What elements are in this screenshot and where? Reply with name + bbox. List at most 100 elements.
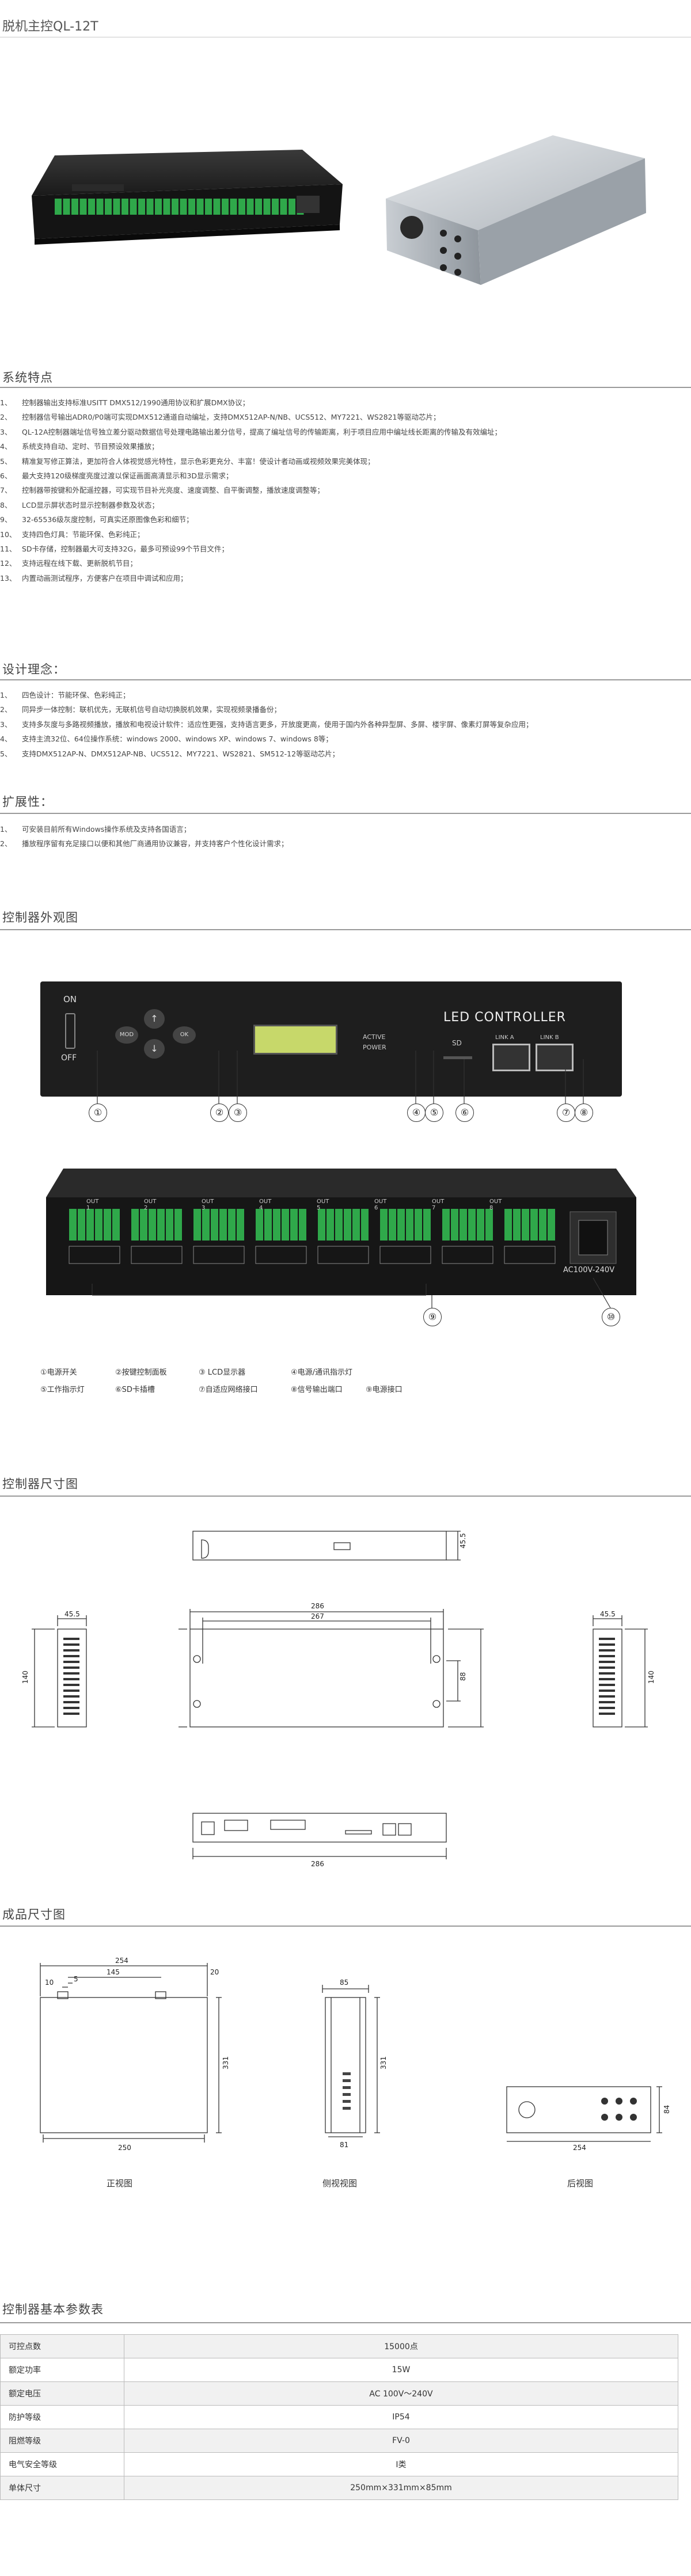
callout-4: ④: [407, 1104, 426, 1122]
list-item: 3、QL-12A控制器端址信号独立差分驱动数据信号处理电路输出差分信号，提高了编…: [0, 427, 502, 436]
terminal-block: [288, 199, 295, 215]
legend-item: ⑥SD卡插槽: [115, 1386, 155, 1394]
dimension-drawing: 45.5 286 267 45.5 140 88 140 45.5 286: [21, 1531, 655, 1868]
vent-slot: [63, 1695, 79, 1698]
terminal-block: [202, 1209, 210, 1241]
dim-label: 5: [74, 1975, 78, 1983]
rear-panel: [46, 1169, 636, 1295]
vent-slot: [343, 2072, 351, 2075]
out-port-5: OUT 5: [317, 1198, 329, 1211]
vent-slot: [599, 1661, 615, 1663]
vent-slot: [63, 1684, 79, 1686]
concept-list: 1、四色设计：节能环保、色彩纯正； 2、同异步一体控制：联机优先，无联机信号自动…: [0, 688, 685, 761]
legend-item: ④电源/通讯指示灯: [291, 1368, 353, 1377]
dim-label: 286: [311, 1602, 324, 1610]
connector-socket: [131, 1246, 183, 1264]
exterior-title: 控制器外观图: [2, 911, 78, 924]
sd-label: SD: [452, 1039, 462, 1047]
terminal-block: [361, 1209, 369, 1241]
terminal-block: [280, 199, 287, 215]
legend-item: ⑨电源接口: [366, 1386, 403, 1394]
dim-label: 254: [573, 2144, 586, 2152]
spec-label: 阻燃等级: [0, 2429, 124, 2453]
terminal-block: [174, 1209, 182, 1241]
switch-on-label: ON: [63, 994, 77, 1004]
out-port-2: OUT 2: [144, 1198, 157, 1211]
list-item: 2、播放程序留有充足接口以便和其他厂商通用协议兼容，并支持客户个性化设计需求；: [0, 839, 288, 848]
vent-slot: [599, 1655, 615, 1657]
product-dims-title: 成品尺寸图: [2, 1908, 66, 1921]
vent-slot: [63, 1690, 79, 1692]
terminal-block: [79, 199, 87, 215]
terminal-block: [423, 1209, 431, 1241]
spec-label: 可控点数: [0, 2334, 124, 2358]
vent-slot: [599, 1649, 615, 1652]
vent-slot: [343, 2107, 351, 2110]
caption-side-view: 侧视视图: [322, 2178, 358, 2189]
power-switch: [65, 1013, 75, 1049]
dim-label: 254: [115, 1957, 128, 1965]
spec-label: 防护等级: [0, 2405, 124, 2429]
concept-title: 设计理念：: [2, 663, 66, 676]
exterior-divider: [0, 929, 691, 930]
terminal-block: [146, 199, 154, 215]
legend-item: ③ LCD显示器: [199, 1368, 246, 1377]
specs-title: 控制器基本参数表: [2, 2303, 104, 2316]
list-item: 6、最大支持120级梯度亮度过渡以保证画面高清显示和3D显示需求；: [0, 471, 233, 480]
out-port-8: OUT 8: [489, 1198, 502, 1211]
vent-slot: [599, 1672, 615, 1675]
vent-slot: [63, 1649, 79, 1652]
vent-slot: [599, 1690, 615, 1692]
link-b-label: LINK B: [540, 1034, 559, 1041]
vent-slot: [63, 1638, 79, 1640]
vent-slot: [63, 1661, 79, 1663]
list-item: 4、系统支持自动、定时、节目预设效果播放；: [0, 442, 159, 451]
dim-label: 267: [311, 1612, 324, 1620]
vent-slot: [63, 1701, 79, 1703]
terminal-block: [397, 1209, 405, 1241]
terminal-block: [95, 1209, 102, 1241]
front-callout-lines: [97, 1051, 584, 1104]
dim-label: 10: [45, 1978, 54, 1987]
list-item: 4、支持主流32位、64位操作系统：windows 2000、windows X…: [0, 735, 333, 744]
dim-label: 331: [222, 2056, 230, 2069]
concept-divider: [0, 679, 691, 680]
list-item: 12、支持远程在线下载、更新脱机节目；: [0, 559, 138, 568]
terminal-block: [230, 199, 237, 215]
sd-slot: [443, 1056, 472, 1059]
legend-item: ⑧信号输出端口: [291, 1386, 343, 1394]
dim-label: 331: [379, 2056, 388, 2069]
terminal-block: [193, 1209, 201, 1241]
callout-8: ⑧: [575, 1104, 593, 1122]
product-dims-divider: [0, 1926, 691, 1927]
spec-label: 额定功率: [0, 2358, 124, 2382]
callout-5: ⑤: [425, 1104, 443, 1122]
page-title: 脱机主控QL-12T: [2, 20, 98, 34]
terminal-block: [228, 1209, 236, 1241]
connector-socket: [504, 1246, 556, 1264]
connector-socket: [442, 1246, 493, 1264]
terminal-block: [222, 199, 229, 215]
mode-button: MOD: [115, 1026, 138, 1044]
terminal-block: [272, 199, 279, 215]
list-item: 13、内置动画测试程序，方便客户在项目中调试和应用；: [0, 573, 188, 583]
spec-value: FV-0: [124, 2429, 678, 2453]
dim-label: 286: [311, 1860, 324, 1868]
terminal-block: [264, 1209, 272, 1241]
vent-slot: [63, 1655, 79, 1657]
vent-slot: [599, 1713, 615, 1715]
dim-label: 45.5: [64, 1610, 80, 1618]
dim-label: 84: [663, 2105, 671, 2114]
spec-value: 15000点: [124, 2334, 678, 2358]
list-item: 7、控制器带按键和外配遥控器，可实现节目补光亮度、速度调整、自平衡调整，播放速度…: [0, 486, 325, 495]
terminal-block: [326, 1209, 334, 1241]
terminal-block: [180, 199, 187, 215]
list-item: 1、可安装目前所有Windows操作系统及支持各国语言；: [0, 825, 191, 834]
controller-photo-rear: [386, 135, 646, 285]
terminal-block: [130, 199, 137, 215]
terminal-block: [163, 199, 170, 215]
connector-socket: [255, 1246, 307, 1264]
